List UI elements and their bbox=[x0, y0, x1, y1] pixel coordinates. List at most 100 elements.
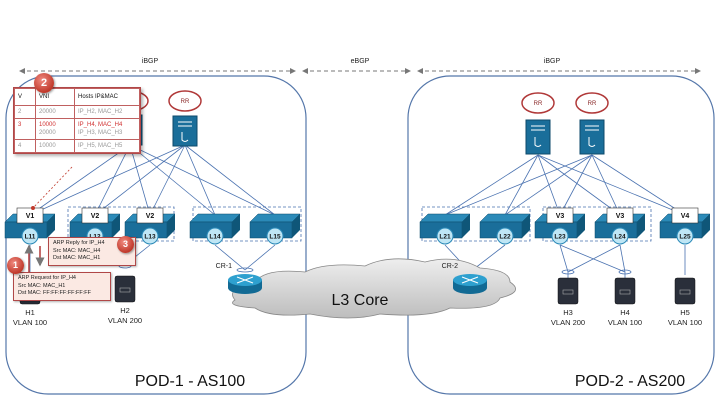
pod-1-title: POD-1 - AS100 bbox=[135, 373, 245, 390]
route-reflector-badge bbox=[575, 92, 609, 114]
host-name: H3 bbox=[563, 308, 573, 317]
vtep-label: V3 bbox=[616, 213, 625, 220]
ibgp-left-label: iBGP bbox=[142, 58, 159, 65]
col-v-header: V bbox=[14, 88, 36, 106]
vtep-label-box: V3 bbox=[606, 207, 634, 224]
server-icon bbox=[674, 277, 696, 305]
leaf-label: L24 bbox=[614, 234, 626, 241]
col-hosts-header: Hosts IP&MAC bbox=[74, 88, 140, 106]
leaf-label: L22 bbox=[499, 234, 511, 241]
rr-label: RR bbox=[588, 101, 597, 107]
leaf-label: L13 bbox=[144, 234, 156, 241]
row-v: 2 bbox=[14, 105, 36, 119]
host-vlan: VLAN 100 bbox=[13, 318, 47, 327]
row-v: 4 bbox=[14, 139, 36, 153]
leaf-label: L15 bbox=[269, 234, 281, 241]
cr-2-label: CR-2 bbox=[442, 263, 458, 270]
step-2-badge: 2 bbox=[34, 73, 54, 93]
pod-1-fabric-links bbox=[29, 144, 276, 216]
pod-2-fabric-links bbox=[444, 154, 686, 216]
spine-switch-icon bbox=[525, 119, 551, 155]
vtep-label-box: V2 bbox=[136, 207, 164, 224]
vtep-label: V3 bbox=[556, 213, 565, 220]
leaf-label: L25 bbox=[679, 234, 691, 241]
core-router-cr-2 bbox=[453, 274, 487, 294]
arp-reply-line: Dst MAC: MAC_H1 bbox=[53, 255, 101, 261]
host-name: H5 bbox=[680, 308, 690, 317]
row-hosts: IP_H5, MAC_H5 bbox=[74, 139, 140, 153]
rr-label: RR bbox=[181, 99, 190, 105]
leaf-switch-l13: L13 V2 bbox=[124, 207, 176, 245]
core-router-cr-1 bbox=[228, 274, 262, 294]
row-hosts: IP_H4, MAC_H4 bbox=[78, 122, 123, 128]
pod-1-spine-2: RR bbox=[168, 90, 202, 147]
leaf-switch-l22: L22 bbox=[479, 213, 531, 245]
vtep-label: V1 bbox=[26, 213, 35, 220]
table-row: 2 20000 IP_H2, MAC_H2 bbox=[14, 105, 140, 119]
vtep-label-box: V1 bbox=[16, 207, 44, 224]
arp-reply-line: Src MAC: MAC_H4 bbox=[53, 247, 101, 254]
vtep-label-box: V4 bbox=[671, 207, 699, 224]
l3-core-cloud: L3 Core bbox=[232, 258, 517, 319]
row-hosts: IP_H3, MAC_H3 bbox=[78, 130, 123, 136]
table-pointer-line bbox=[32, 166, 73, 209]
arp-request-line: Src MAC: MAC_H1 bbox=[18, 282, 66, 289]
row-vni: 10000 bbox=[35, 139, 75, 153]
vtep-label: V2 bbox=[146, 213, 155, 220]
pod-2-spine-2: RR bbox=[575, 92, 609, 155]
leaf-switch-l11: L11 V1 bbox=[4, 207, 56, 245]
leaf-switch-l21: L21 bbox=[419, 213, 471, 245]
host-vlan: VLAN 100 bbox=[608, 318, 642, 327]
leaf-label: L23 bbox=[554, 234, 566, 241]
l3-core-label: L3 Core bbox=[332, 292, 389, 309]
route-reflector-badge bbox=[521, 92, 555, 114]
vtep-label: V2 bbox=[91, 213, 100, 220]
leaf-label: L21 bbox=[439, 234, 451, 241]
leaf-switch-l15: L15 bbox=[249, 213, 301, 245]
arp-request-note: ARP Request for IP_H4 Src MAC: MAC_H1 Ds… bbox=[13, 272, 111, 301]
ibgp-right-label: iBGP bbox=[544, 58, 561, 65]
leaf-switch-l14: L14 bbox=[189, 213, 241, 245]
vtep-label-box: V3 bbox=[546, 207, 574, 224]
leaf-label: L11 bbox=[25, 234, 36, 241]
row-hosts: IP_H2, MAC_H2 bbox=[74, 105, 140, 119]
table-pointer-dot bbox=[31, 206, 35, 210]
host-name: H1 bbox=[25, 308, 35, 317]
server-icon bbox=[557, 277, 579, 305]
table-row: 4 10000 IP_H5, MAC_H5 bbox=[14, 139, 140, 153]
server-icon bbox=[114, 275, 136, 303]
pod-2-spine-1: RR bbox=[521, 92, 555, 155]
pod-2-title: POD-2 - AS200 bbox=[575, 373, 685, 390]
row-v: 3 bbox=[14, 118, 36, 140]
spine-switch-icon bbox=[579, 119, 605, 155]
leaf-label: L14 bbox=[209, 234, 221, 241]
route-reflector-badge bbox=[168, 90, 202, 112]
rr-label: RR bbox=[534, 101, 543, 107]
leaf-switch-l24: L24 V3 bbox=[594, 207, 646, 245]
arp-request-line: ARP Request for IP_H4 bbox=[18, 275, 76, 281]
host-vlan: VLAN 200 bbox=[551, 318, 585, 327]
arp-request-line: Dst MAC: FF:FF:FF:FF:FF:FF bbox=[18, 290, 92, 296]
step-1-badge: 1 bbox=[7, 257, 24, 274]
row-vni: 10000 bbox=[39, 122, 56, 128]
cr-1-label: CR-1 bbox=[216, 263, 232, 270]
vtep-host-table: V VNI Hosts IP&MAC 2 20000 IP_H2, MAC_H2… bbox=[13, 87, 141, 154]
ebgp-label: eBGP bbox=[351, 58, 370, 65]
row-vni: 20000 bbox=[39, 130, 56, 136]
host-vlan: VLAN 200 bbox=[108, 316, 142, 325]
host-vlan: VLAN 100 bbox=[668, 318, 702, 327]
leaf-switch-l23: L23 V3 bbox=[534, 207, 586, 245]
vtep-label: V4 bbox=[681, 213, 690, 220]
server-icon bbox=[614, 277, 636, 305]
arp-reply-line: ARP Reply for IP_H4 bbox=[53, 240, 105, 246]
row-vni: 20000 bbox=[35, 105, 75, 119]
leaf-switches: L11V1L12V2L13V2L14L15L21L22L23V3L24V3L25… bbox=[4, 207, 711, 245]
host-name: H2 bbox=[120, 306, 130, 315]
vtep-label-box: V2 bbox=[81, 207, 109, 224]
leaf-switch-l25: L25 V4 bbox=[659, 207, 711, 245]
